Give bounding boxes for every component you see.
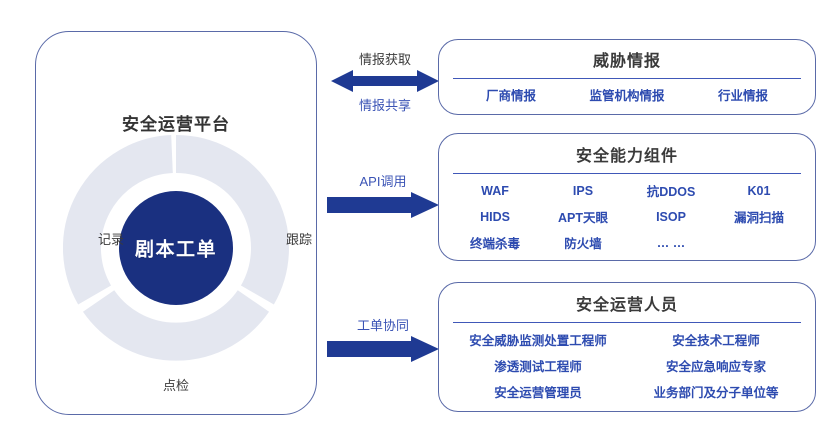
list-item[interactable]: ISOP bbox=[656, 209, 686, 224]
donut-segment-record bbox=[63, 135, 174, 305]
list-item[interactable]: 安全应急响应专家 bbox=[665, 360, 766, 374]
list-item[interactable]: 安全运营管理员 bbox=[494, 386, 582, 400]
list-item[interactable]: … … bbox=[656, 235, 686, 250]
card-items-security-capability: WAF IPS 抗DDOS K01 HIDS APT天眼 ISOP 漏洞扫描 终… bbox=[451, 181, 803, 252]
connector-label-intel-share: 情报共享 bbox=[358, 98, 412, 113]
card-title-threat-intelligence: 威胁情报 bbox=[592, 53, 661, 70]
card-divider bbox=[453, 78, 801, 79]
donut-segment-track bbox=[175, 135, 289, 305]
list-item[interactable]: 漏洞扫描 bbox=[733, 211, 784, 225]
card-items-threat-intelligence: 厂商情报 监管机构情报 行业情报 bbox=[453, 85, 801, 104]
card-items-security-personnel: 安全威胁监测处置工程师 安全技术工程师 渗透测试工程师 安全应急响应专家 安全运… bbox=[449, 330, 805, 401]
page-title: 安全运营平台 bbox=[122, 115, 230, 134]
list-item[interactable]: APT天眼 bbox=[557, 211, 608, 225]
workflow-donut-chart: 剧本工单 bbox=[63, 135, 289, 361]
double-arrow-icon bbox=[331, 70, 439, 92]
list-item[interactable]: WAF bbox=[481, 183, 509, 198]
connector-label-intel-acquire: 情报获取 bbox=[358, 52, 412, 67]
list-item[interactable]: 终端杀毒 bbox=[469, 237, 520, 251]
list-item[interactable]: K01 bbox=[747, 183, 771, 198]
security-operations-platform-card: 安全运营平台 剧本工单 记录 跟踪 点检 bbox=[35, 31, 317, 415]
connector-label-ticket-collab: 工单协同 bbox=[356, 318, 410, 333]
right-arrow-icon bbox=[327, 336, 439, 362]
donut-segment-check bbox=[82, 289, 270, 361]
list-item[interactable]: 安全威胁监测处置工程师 bbox=[469, 334, 607, 348]
list-item[interactable]: 防火墙 bbox=[564, 237, 602, 251]
card-security-personnel: 安全运营人员 安全威胁监测处置工程师 安全技术工程师 渗透测试工程师 安全应急响… bbox=[438, 282, 816, 412]
connector-api-call: API调用 bbox=[327, 174, 439, 218]
ring-label-record: 记录 bbox=[98, 232, 125, 247]
card-title-security-capability: 安全能力组件 bbox=[575, 148, 678, 165]
list-item[interactable]: 渗透测试工程师 bbox=[494, 360, 582, 374]
ring-label-track: 跟踪 bbox=[286, 232, 313, 247]
list-item[interactable]: 业务部门及分子单位等 bbox=[653, 386, 779, 400]
card-title-security-personnel: 安全运营人员 bbox=[575, 297, 678, 314]
list-item[interactable]: IPS bbox=[572, 183, 594, 198]
card-divider bbox=[453, 173, 801, 174]
list-item[interactable]: HIDS bbox=[480, 209, 510, 224]
list-item[interactable]: 厂商情报 bbox=[485, 89, 536, 103]
connector-intel-exchange: 情报获取 情报共享 bbox=[331, 52, 439, 113]
donut-core bbox=[119, 191, 233, 305]
connector-label-api-call: API调用 bbox=[359, 174, 407, 189]
card-security-capability: 安全能力组件 WAF IPS 抗DDOS K01 HIDS APT天眼 ISOP… bbox=[438, 133, 816, 261]
connector-ticket-collab: 工单协同 bbox=[327, 318, 439, 362]
list-item[interactable]: 行业情报 bbox=[717, 89, 768, 103]
card-threat-intelligence: 威胁情报 厂商情报 监管机构情报 行业情报 bbox=[438, 39, 816, 115]
list-item[interactable]: 抗DDOS bbox=[646, 185, 696, 199]
right-arrow-icon bbox=[327, 192, 439, 218]
ring-label-check: 点检 bbox=[162, 378, 190, 393]
card-divider bbox=[453, 322, 801, 323]
donut-center-label: 剧本工单 bbox=[134, 239, 218, 261]
list-item[interactable]: 监管机构情报 bbox=[589, 89, 665, 103]
list-item[interactable]: 安全技术工程师 bbox=[672, 334, 760, 348]
